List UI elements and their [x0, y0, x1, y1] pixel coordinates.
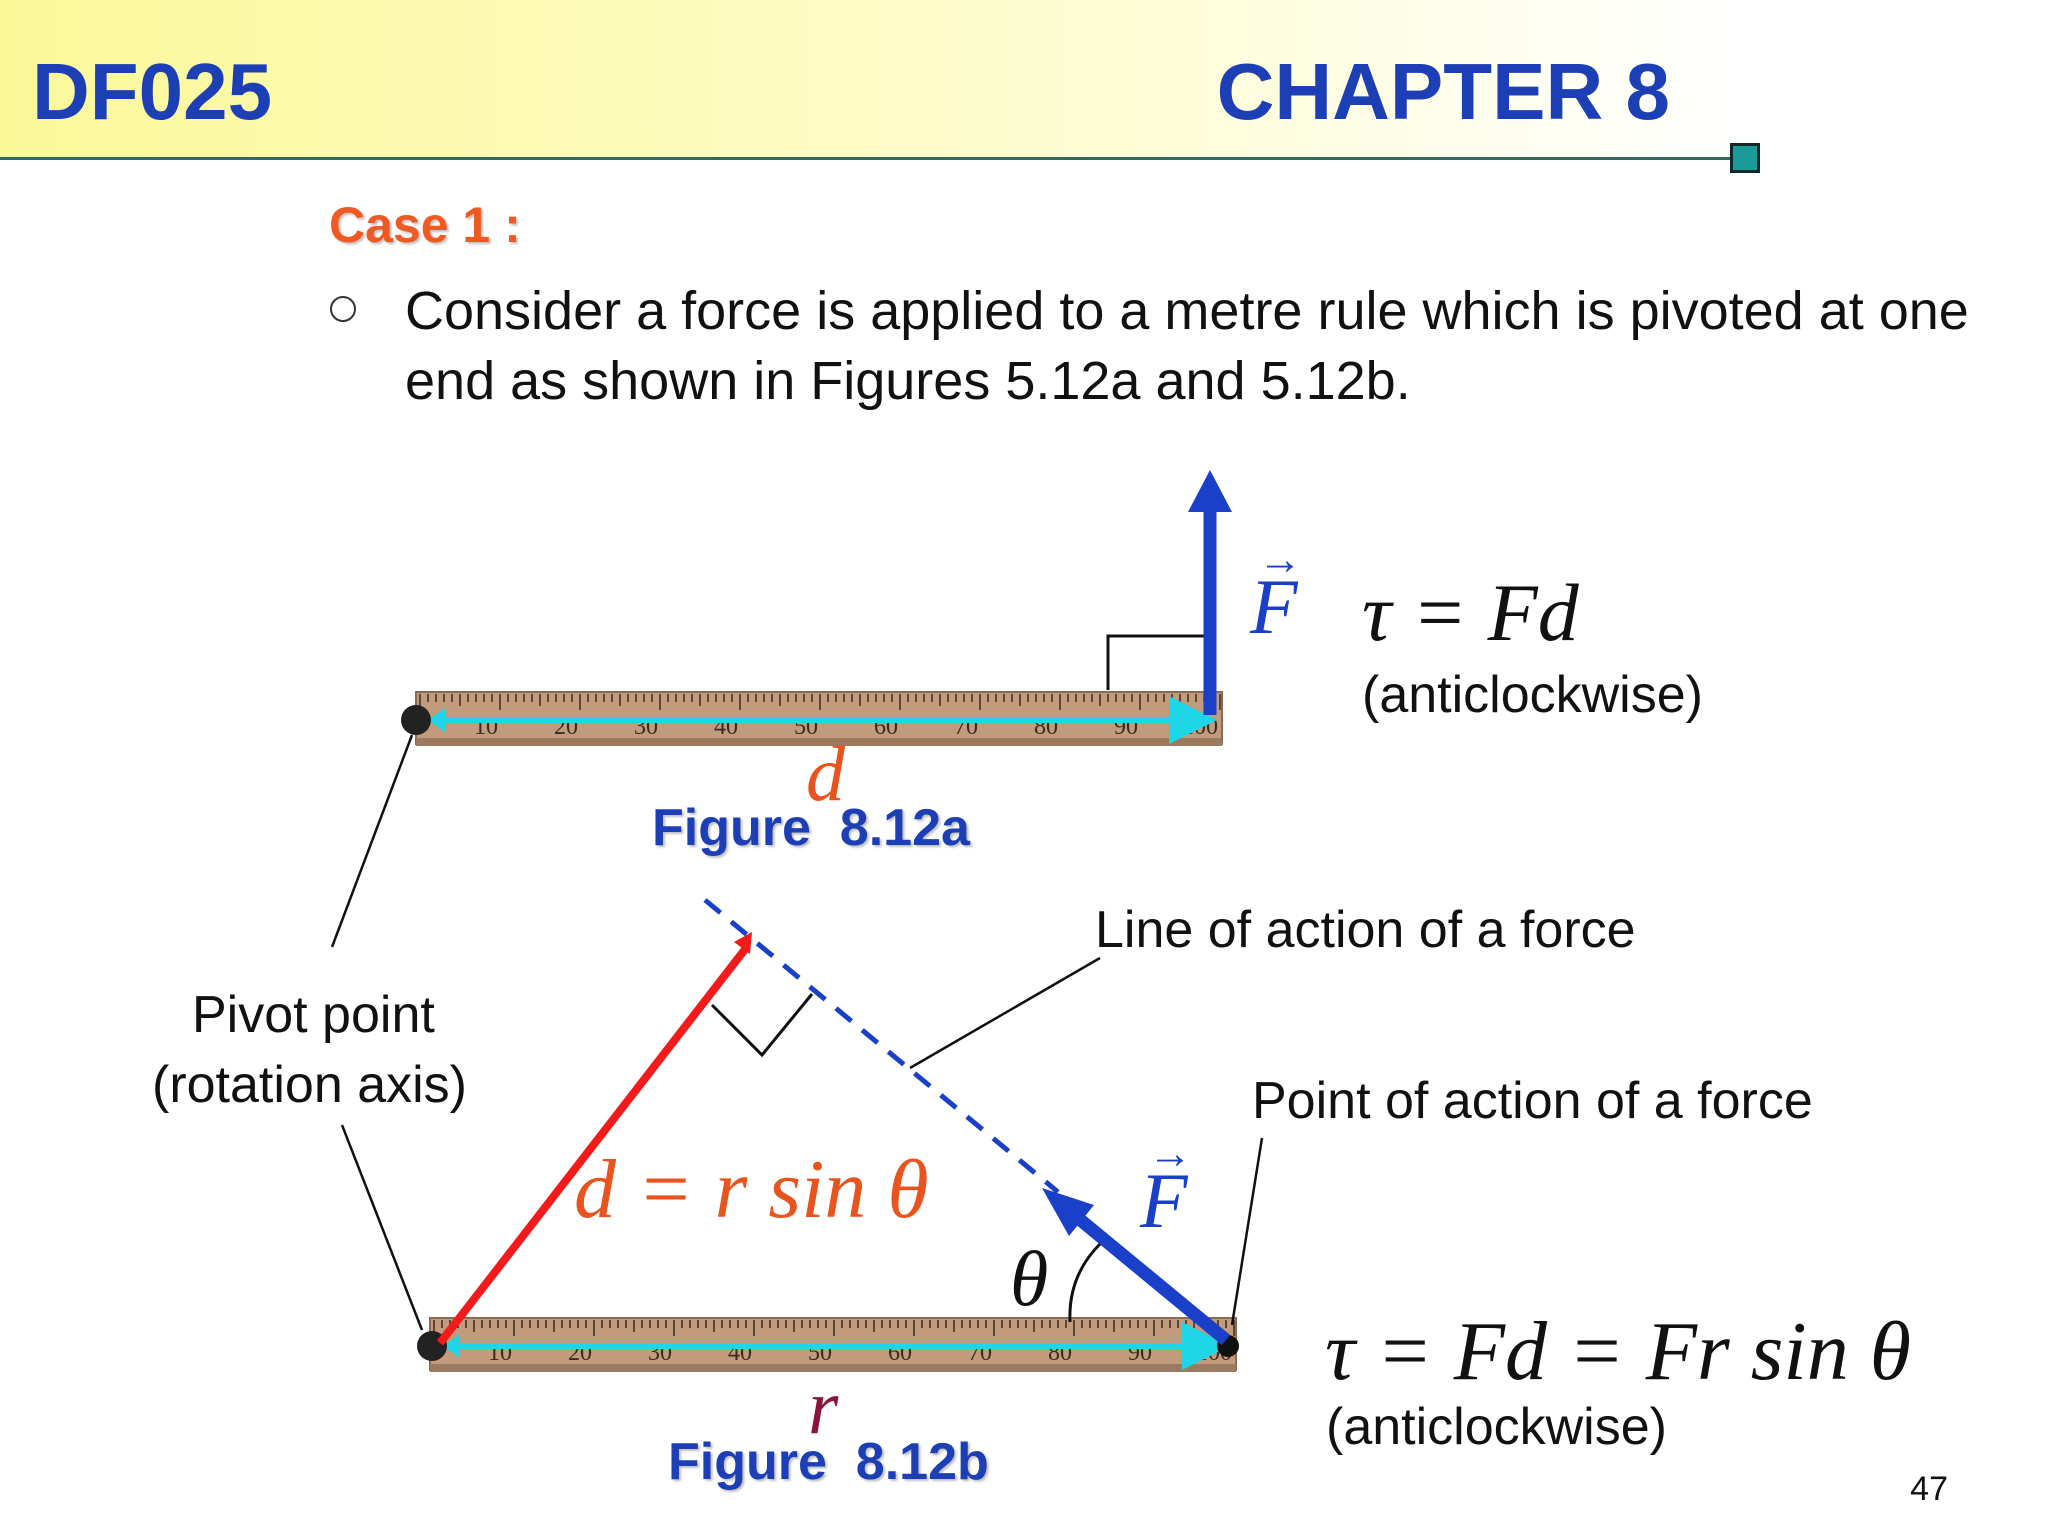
figure-a-caption: Figure 8.12a [652, 799, 970, 857]
force-symbol-b: → F [1140, 1129, 1192, 1244]
bullet-icon [330, 296, 356, 322]
moment-arm-equation: d = r sin θ [574, 1143, 929, 1236]
course-code: DF025 [32, 47, 273, 136]
torque-equation-b: τ = Fd = Fr sin θ [1325, 1305, 1912, 1398]
line-of-action-dashed [703, 898, 1060, 1194]
right-angle-marker-b [710, 993, 814, 1058]
force-f-arrowhead-b [1042, 1188, 1094, 1236]
torque-equation-a: τ = Fd [1362, 567, 1579, 658]
pivot-point-a [401, 705, 431, 735]
case-heading: Case 1 : [329, 197, 521, 253]
radius-r-label: r [808, 1363, 839, 1450]
header-accent-square [1730, 143, 1760, 173]
distance-d-label: d [806, 730, 845, 817]
moment-arm-d-arrowhead [734, 932, 752, 954]
chapter-title: CHAPTER 8 [1216, 47, 1670, 136]
point-of-action-label: Point of action of a force [1252, 1072, 1813, 1130]
page-number: 47 [1910, 1470, 1948, 1508]
angle-theta-label: θ [1010, 1235, 1049, 1322]
pivot-callout-line-a [330, 734, 414, 948]
force-symbol-a: → F [1250, 535, 1302, 650]
figure-b-caption: Figure 8.12b [668, 1433, 989, 1491]
header-divider [0, 157, 1730, 160]
bullet-text: Consider a force is applied to a metre r… [405, 281, 1969, 411]
slide-header [0, 0, 2048, 160]
radius-r-measure-tail [443, 1334, 460, 1358]
pivot-callout-line-b [340, 1124, 424, 1331]
line-of-action-label: Line of action of a force [1095, 901, 1636, 959]
line-of-action-callout [909, 956, 1101, 1070]
direction-label-a: (anticlockwise) [1362, 666, 1703, 724]
pivot-label-line2: (rotation axis) [152, 1056, 467, 1114]
right-angle-marker-a [1106, 634, 1210, 690]
pivot-label-line1: Pivot point [192, 986, 435, 1044]
direction-label-b: (anticlockwise) [1326, 1398, 1667, 1456]
distance-d-arrow-tail [428, 708, 445, 732]
angle-theta-arc [1068, 1242, 1102, 1323]
ruler-b-ticks [433, 1320, 1235, 1336]
force-f-arrow-b [1067, 1207, 1231, 1346]
force-f-arrowhead-a [1188, 470, 1232, 512]
point-of-action-callout [1230, 1137, 1264, 1326]
moment-arm-d-arrow [436, 945, 750, 1346]
